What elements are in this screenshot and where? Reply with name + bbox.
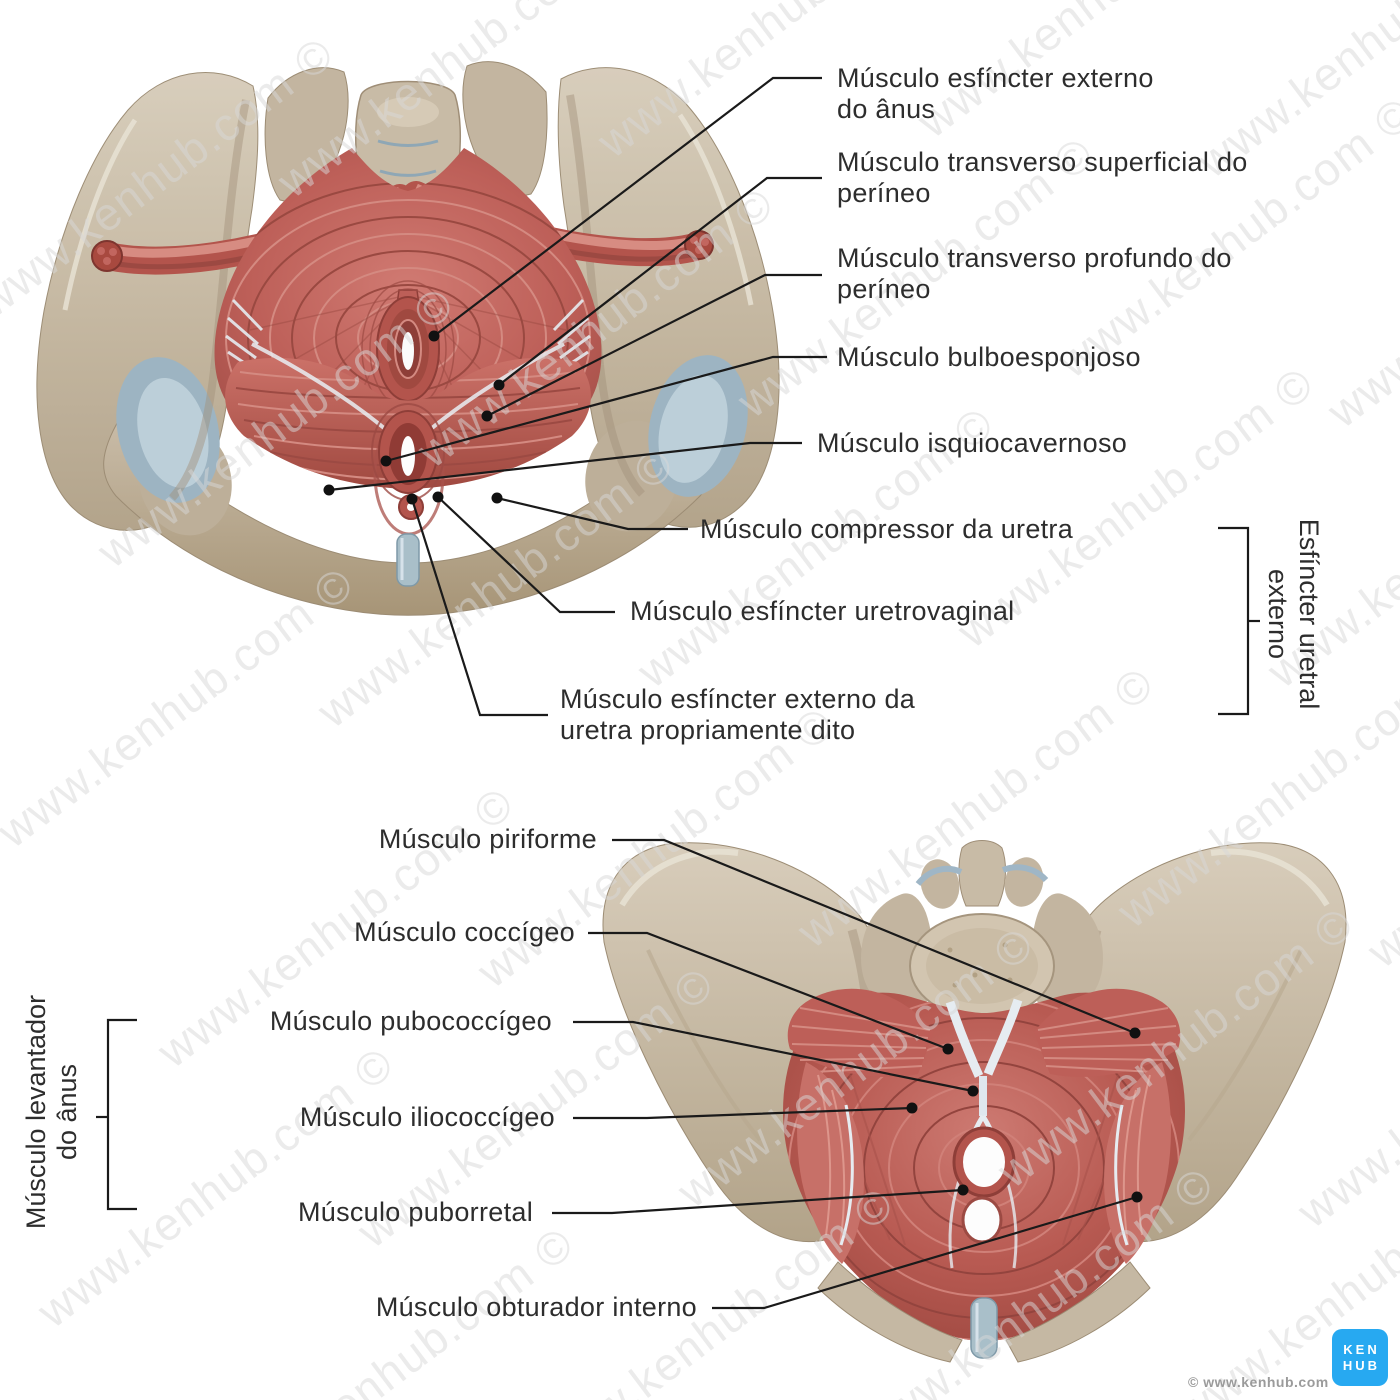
obturator-left-fibers [817,1074,854,1246]
wing-crests [646,949,1303,1142]
pubic-arch [103,417,713,616]
kenhub-logo: KEN HUB [1332,1329,1388,1386]
sacral-vertebra [377,97,439,127]
acetabulum-right [648,355,748,497]
leader-isquiocavernoso [328,441,802,492]
label-piriforme: Músculo piriforme [378,824,597,854]
kenhub-logo-text-bottom: HUB [1342,1357,1381,1373]
label-iliococcigeo: Músculo iliococcígeo [299,1102,555,1132]
label-obturador-interno: Músculo obturador interno [375,1292,697,1322]
leader-dots [323,330,1143,1203]
vertebral-speckles [947,942,1013,988]
leader-transverso-superficial [498,176,822,386]
cartilage-crescent-left [915,865,963,886]
acetabulum-left [116,357,220,503]
sacral-disc-2 [379,169,437,177]
cartilage-crescent-right [1001,864,1049,883]
bone-highlights [62,113,754,311]
leader-esfincter-externo-do-anus [433,76,822,337]
bracket-levantador-do-anus [106,1018,137,1211]
label-compressor-da-uretra: Músculo compressor da uretra [700,514,1074,544]
obturator-right-fibers [1114,1074,1151,1246]
leader-esfincter-externo-da-uretra [410,498,548,717]
leader-iliococcigeo [573,1106,913,1120]
leader-compressor-da-uretra [496,496,688,531]
leader-esfincter-uretrovaginal [437,496,615,614]
leader-transverso-profundo [486,273,822,417]
bracket-esfincter-uretral-externo [1218,526,1250,716]
pubic-ramus-right [1005,1261,1151,1363]
sacral-spine [958,840,1006,907]
anal-sphincter-rings [361,280,455,418]
label-pubococcigeo: Músculo pubococcígeo [269,1006,552,1036]
label-bulboesponjoso: Músculo bulboesponjoso [837,342,1141,372]
leader-coccigeo [588,931,949,1051]
pubic-ramus-left [817,1261,963,1363]
leader-puborretal [552,1188,964,1215]
label-esfincter-uretrovaginal: Músculo esfíncter uretrovaginal [630,596,1015,626]
sacral-disc-1 [377,139,439,147]
kenhub-logo-text-top: KEN [1343,1341,1380,1357]
label-coccigeo: Músculo coccígeo [354,917,575,947]
leader-bulboesponjoso [385,355,827,463]
copyright-text: © www.kenhub.com [1188,1374,1329,1390]
wing-highlights [619,848,1330,907]
label-isquiocavernoso: Músculo isquiocavernoso [817,428,1128,458]
leader-piriforme [612,838,1136,1035]
illustration-pelvic-diaphragm-bowl [602,840,1347,1363]
leader-obturador-interno [712,1195,1138,1310]
urogenital-hiatus [952,1126,1016,1244]
label-puborretal: Músculo puborretal [297,1197,533,1227]
leader-pubococcigeo [573,1020,974,1093]
